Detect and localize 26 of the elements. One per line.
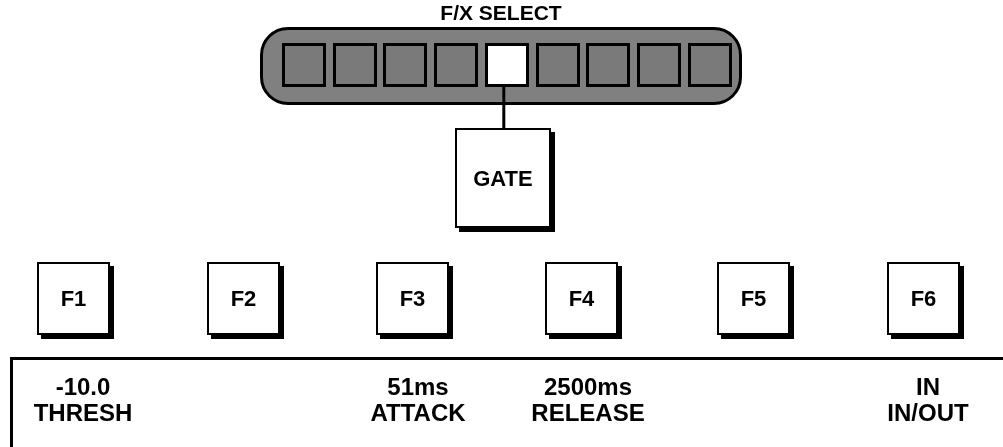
- display-text: -10.0: [55, 374, 111, 400]
- key-label: F3: [399, 285, 426, 313]
- display-text: IN/OUT: [887, 400, 969, 426]
- selector-key: [586, 43, 631, 87]
- display-text: THRESH: [33, 400, 133, 426]
- display-text: IN: [916, 374, 940, 400]
- selector-key: [434, 43, 479, 87]
- key-label: F1: [60, 285, 87, 313]
- display-text: 51ms: [387, 374, 449, 400]
- selector-key: [282, 43, 326, 87]
- selector-key: [687, 43, 732, 87]
- key-label: F2: [230, 285, 257, 313]
- display-text: 2500ms: [543, 374, 633, 400]
- connector-line: [502, 84, 506, 128]
- display-text: RELEASE: [531, 400, 645, 426]
- display-panel: [10, 357, 1003, 447]
- key-label: GATE: [473, 164, 533, 193]
- selector-key: [383, 43, 428, 87]
- selector-key: [484, 43, 529, 87]
- key-label: F5: [740, 285, 767, 313]
- display-text: ATTACK: [370, 400, 466, 426]
- selector-key: [332, 43, 377, 87]
- selector-key: [636, 43, 681, 87]
- selector-key: [535, 43, 580, 87]
- key-label: F4: [568, 285, 595, 313]
- key-label: F6: [910, 285, 937, 313]
